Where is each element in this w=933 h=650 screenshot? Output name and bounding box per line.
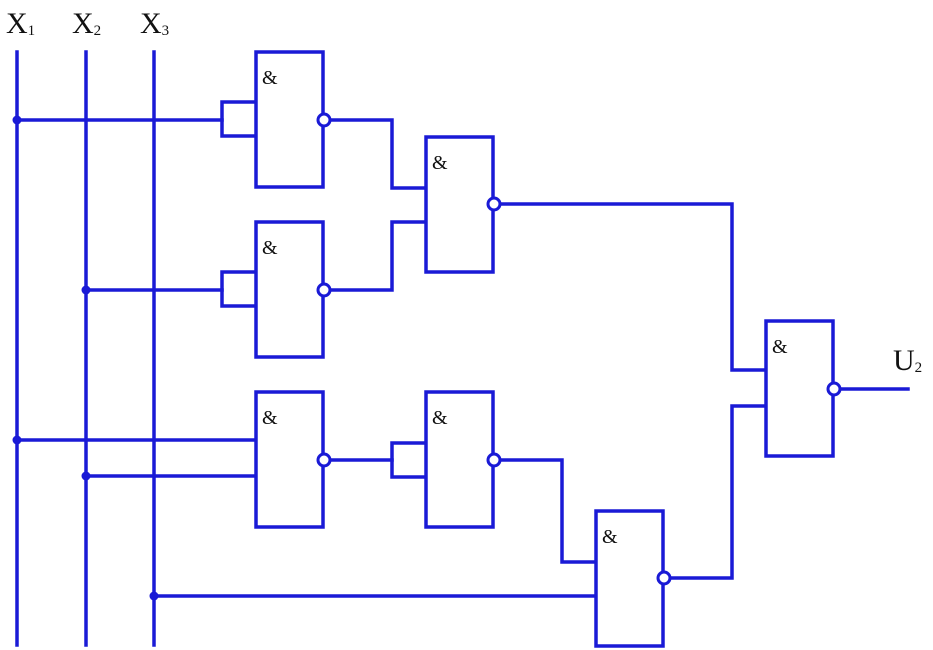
- nand-gate-2: &: [254, 220, 332, 359]
- junction-x2-gate3: [81, 471, 91, 481]
- gate-7-inverter-bubble: [826, 381, 842, 397]
- junction-x1-gate1: [12, 115, 22, 125]
- wire-gate5-to-gate7: [498, 202, 768, 372]
- wire-gate2-tied-inputs: [220, 270, 258, 308]
- junction-x1-gate3: [12, 435, 22, 445]
- nand-gate-5: &: [424, 135, 502, 274]
- wire-gate1-tied-inputs: [220, 100, 258, 138]
- gate-2-symbol: &: [262, 237, 278, 259]
- input-label-x3: X3: [140, 7, 169, 40]
- nand-gate-3: &: [254, 390, 332, 529]
- nand-gate-7: &: [764, 319, 842, 458]
- gate-4-symbol: &: [432, 407, 448, 429]
- nand-gate-4: &: [424, 390, 502, 529]
- gate-1-symbol: &: [262, 67, 278, 89]
- wire-gate1-to-gate5: [328, 118, 428, 190]
- gate-5-symbol: &: [432, 152, 448, 174]
- junction-x3-gate6: [149, 591, 159, 601]
- gate-6-inverter-bubble: [656, 570, 672, 586]
- gate-2-inverter-bubble: [316, 282, 332, 298]
- gate-5-inverter-bubble: [486, 196, 502, 212]
- gate-3-symbol: &: [262, 407, 278, 429]
- input-label-x2: X2: [72, 7, 101, 40]
- junction-x2-gate2: [81, 285, 91, 295]
- wire-gate4-to-gate6: [498, 458, 598, 564]
- gate-3-inverter-bubble: [316, 452, 332, 468]
- gate-1-inverter-bubble: [316, 112, 332, 128]
- nand-gate-1: &: [254, 50, 332, 189]
- gate-7-symbol: &: [772, 336, 788, 358]
- nand-gate-6: &: [594, 509, 672, 648]
- gate-4-inverter-bubble: [486, 452, 502, 468]
- wire-gate6-to-gate7: [668, 404, 768, 580]
- wire-gate2-to-gate5: [328, 220, 428, 292]
- wire-gate4-tied-inputs: [390, 441, 428, 479]
- input-label-x1: X1: [6, 7, 35, 40]
- output-label-u2: U2: [893, 344, 922, 377]
- gate-6-symbol: &: [602, 526, 618, 548]
